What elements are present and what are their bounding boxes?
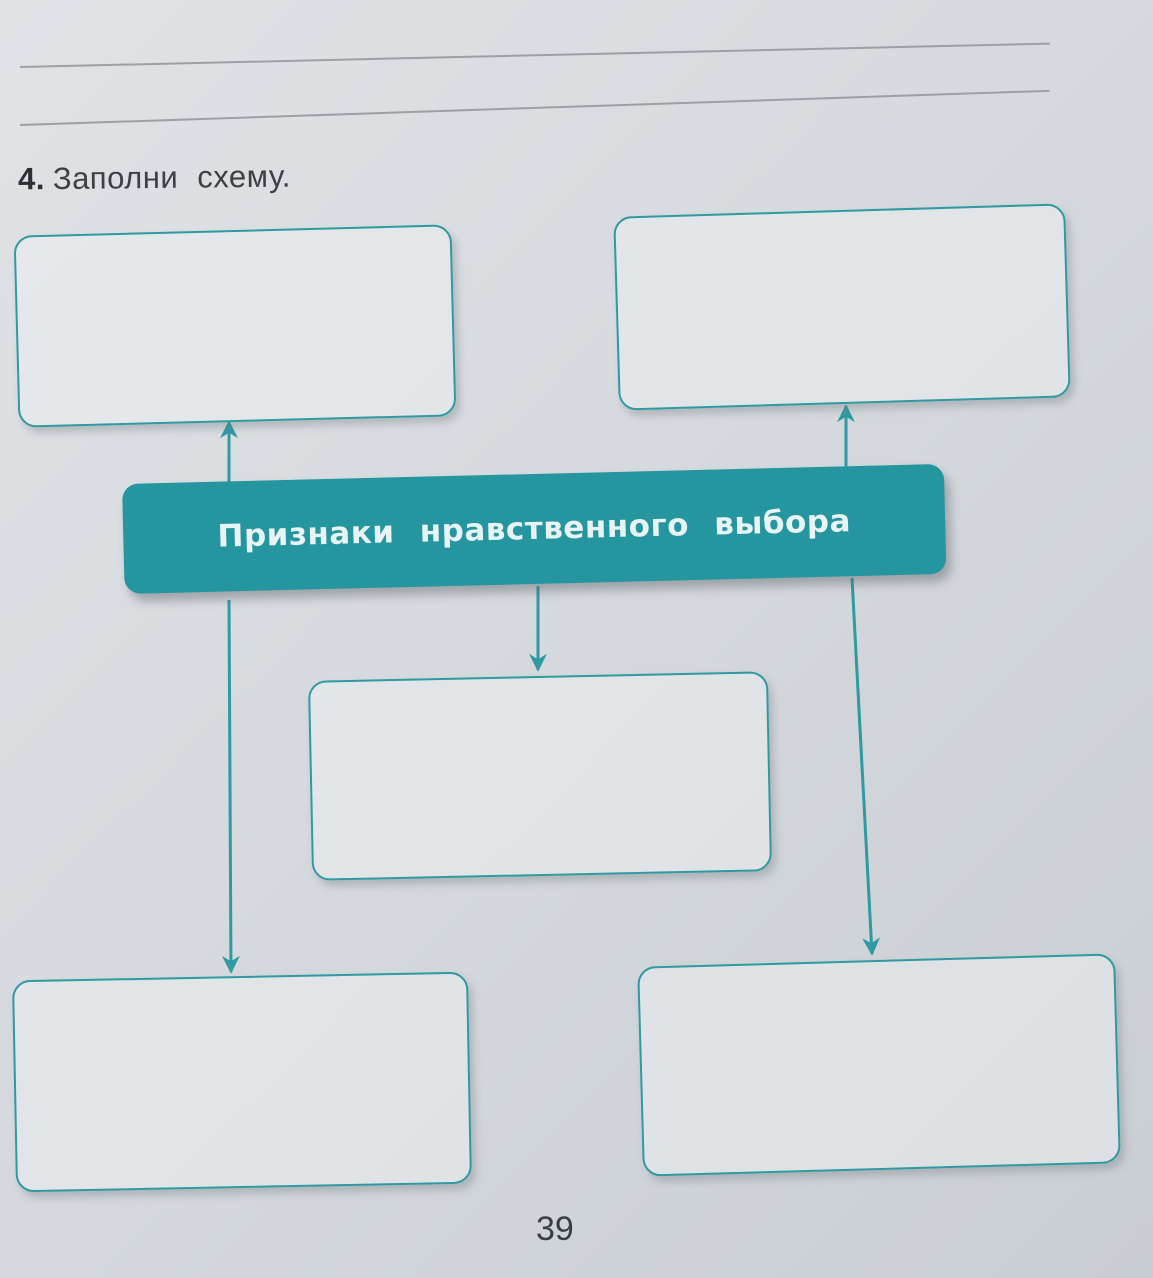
answer-box-top-right[interactable] [613, 203, 1071, 411]
page-number: 39 [536, 1210, 574, 1248]
answer-box-bottom-right[interactable] [637, 953, 1121, 1177]
center-banner-label: Признаки нравственного выбора [217, 503, 852, 555]
center-banner: Признаки нравственного выбора [122, 463, 947, 594]
arrow-to-bottom-left [221, 599, 240, 974]
arrow-to-bottom-right [850, 577, 881, 956]
answer-box-middle[interactable] [307, 671, 773, 881]
answer-box-top-left[interactable] [13, 224, 457, 428]
answer-box-bottom-left[interactable] [12, 971, 472, 1193]
